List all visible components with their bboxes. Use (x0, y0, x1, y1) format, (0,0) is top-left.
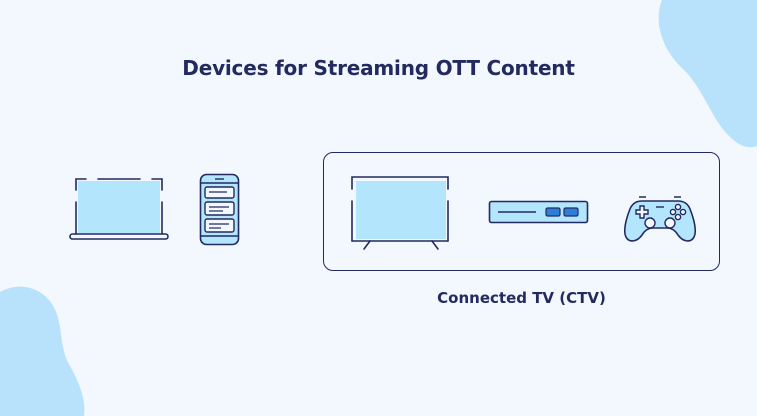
ctv-group-label: Connected TV (CTV) (437, 289, 606, 307)
smartphone-icon (199, 173, 240, 246)
ctv-group-box (323, 152, 720, 271)
laptop-icon (69, 178, 169, 240)
background-blob-top-right (658, 0, 757, 148)
streaming-box-icon (488, 200, 589, 224)
game-controller-icon (623, 196, 697, 242)
page-title: Devices for Streaming OTT Content (182, 56, 575, 80)
smart-tv-icon (351, 176, 449, 250)
background-blob-bottom-left (0, 286, 85, 416)
